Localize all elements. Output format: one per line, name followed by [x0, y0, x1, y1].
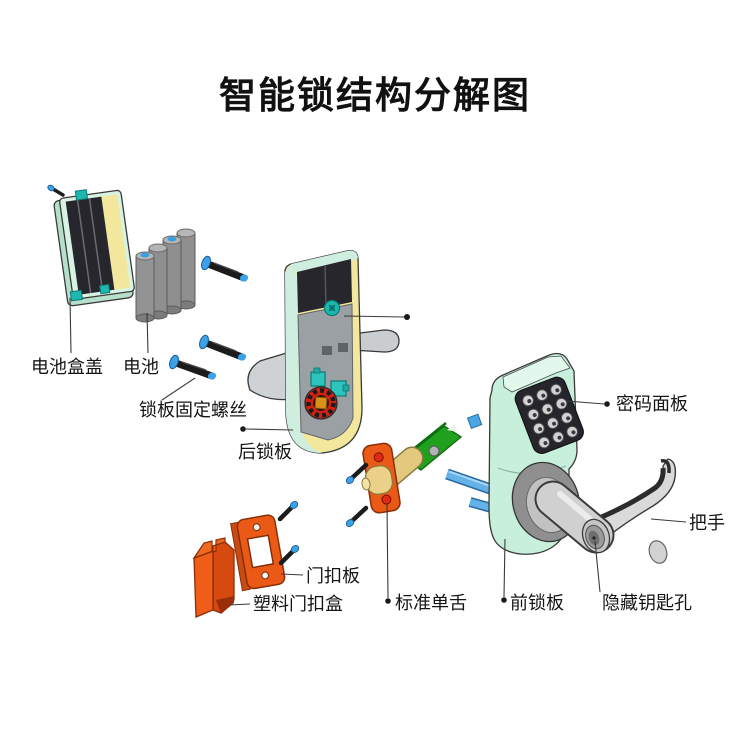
label-strike-box: 塑料门扣盒	[253, 594, 343, 614]
fixing-screw-3	[169, 354, 217, 380]
outer-handle-part	[511, 458, 677, 554]
latch-screw-2	[345, 505, 369, 528]
strike-screw-1	[277, 500, 299, 522]
callouts: 电池盒盖 电池 锁板固定螺丝 后锁板 密码面板 把手 隐藏钥匙孔 前锁板 标准单…	[31, 297, 725, 614]
label-front-plate: 前锁板	[510, 593, 564, 613]
label-handle: 把手	[689, 513, 725, 533]
rear-lock-plate-part	[284, 250, 363, 454]
strike-box-part	[192, 537, 235, 618]
strike-screw-2	[278, 544, 300, 566]
keyhole-cover-part	[648, 540, 668, 564]
fixing-screw-2	[199, 334, 247, 361]
spindle-gear	[304, 386, 338, 420]
label-rear-plate: 后锁板	[238, 442, 292, 462]
cover-screw-small	[47, 184, 65, 197]
page-title: 智能锁结构分解图	[219, 75, 531, 116]
label-plate-screws: 锁板固定螺丝	[139, 400, 247, 420]
latch-screw-1	[345, 462, 369, 485]
latch-bolt-head	[361, 465, 394, 495]
strike-plate-part	[230, 514, 286, 592]
label-battery: 电池	[123, 357, 159, 377]
battery-cover-part	[53, 189, 135, 307]
batteries-part	[135, 228, 196, 323]
clutch-blocks	[310, 367, 350, 397]
label-latch: 标准单舌	[395, 593, 467, 613]
fixing-screw-1	[201, 255, 249, 282]
inner-handle-part	[247, 329, 400, 401]
keypad-panel	[514, 376, 584, 454]
label-keyhole: 隐藏钥匙孔	[602, 593, 692, 613]
unlabeled-pointer-line	[343, 315, 405, 318]
label-battery-cover: 电池盒盖	[31, 357, 103, 377]
label-keypad: 密码面板	[616, 394, 688, 414]
label-strike-plate: 门扣板	[306, 566, 360, 586]
